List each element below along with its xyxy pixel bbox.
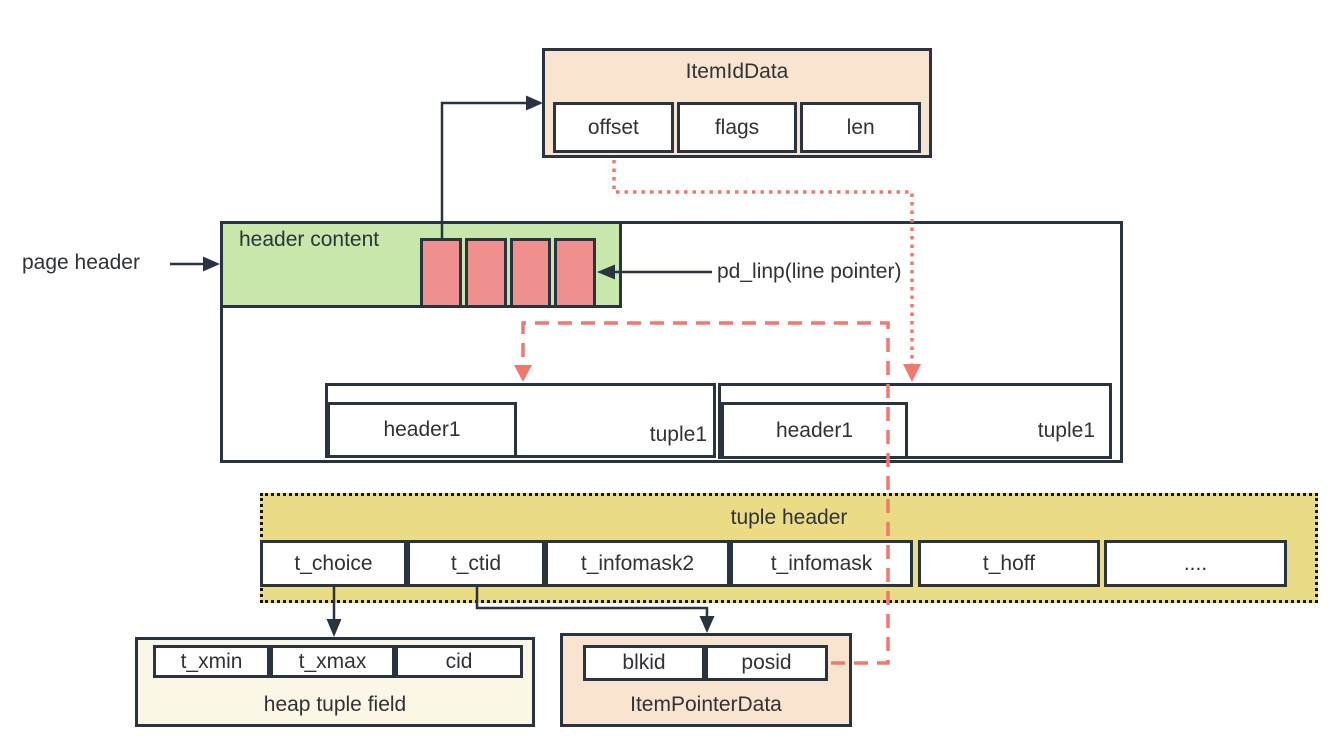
cell-t-hoff: t_hoff xyxy=(918,540,1100,587)
cell-t-xmin: t_xmin xyxy=(153,645,270,678)
cell-t-choice: t_choice xyxy=(260,540,407,587)
pd-linp-label: pd_linp(line pointer) xyxy=(717,260,902,283)
cell-offset: offset xyxy=(553,102,674,153)
cell-flags: flags xyxy=(676,102,798,153)
cell-t-infomask: t_infomask xyxy=(730,540,913,587)
arrowhead-down-heaptuple xyxy=(326,619,342,637)
line-pointer-cell xyxy=(464,238,507,308)
tuple-header-title: tuple header xyxy=(730,506,848,529)
line-pointer-cell xyxy=(509,238,552,308)
tuple-header-box: tuple header t_choice t_ctid t_infomask2… xyxy=(260,493,1318,603)
heap-tuple-field-box: t_xmin t_xmax cid heap tuple field xyxy=(135,637,535,727)
cell-t-infomask2: t_infomask2 xyxy=(545,540,730,587)
page-header-label: page header xyxy=(22,251,140,274)
cell-blkid: blkid xyxy=(583,645,705,681)
arrowhead-right-pageheader xyxy=(203,256,220,272)
cell-cid: cid xyxy=(395,645,523,678)
cell-t-ctid: t_ctid xyxy=(407,540,545,587)
item-id-data-title: ItemIdData xyxy=(685,60,789,83)
line-pointer-cell xyxy=(554,238,596,308)
cell-posid: posid xyxy=(705,645,828,681)
item-id-data-cells: offset flags len xyxy=(553,102,922,153)
item-id-data-box: ItemIdData offset flags len xyxy=(542,48,932,158)
header-content-label: header content xyxy=(239,228,380,251)
heap-tuple-field-title: heap tuple field xyxy=(263,693,407,716)
tuple1-label: tuple1 xyxy=(649,423,707,446)
linp-to-itemiddata-arrow xyxy=(440,101,526,238)
cell-t-xmax: t_xmax xyxy=(270,645,395,678)
item-pointer-data-cells: blkid posid xyxy=(583,645,828,681)
cell-len: len xyxy=(800,102,922,153)
tuple2-label: tuple1 xyxy=(1037,419,1095,442)
item-pointer-data-box: blkid posid ItemPointerData xyxy=(560,633,852,727)
header1-box-1: header1 xyxy=(327,402,517,458)
line-pointer-cells xyxy=(420,238,596,308)
arrowhead-right-itemiddata xyxy=(526,95,543,111)
arrowhead-down-itemptr xyxy=(699,616,715,633)
item-pointer-data-title: ItemPointerData xyxy=(630,693,782,716)
tuple-header-cells: t_choice t_ctid t_infomask2 t_infomask t… xyxy=(260,540,1287,587)
header1-box-2: header1 xyxy=(721,402,908,459)
line-pointer-cell xyxy=(420,238,462,308)
cell-ellipsis: .... xyxy=(1104,540,1287,587)
heap-tuple-field-cells: t_xmin t_xmax cid xyxy=(153,645,523,678)
